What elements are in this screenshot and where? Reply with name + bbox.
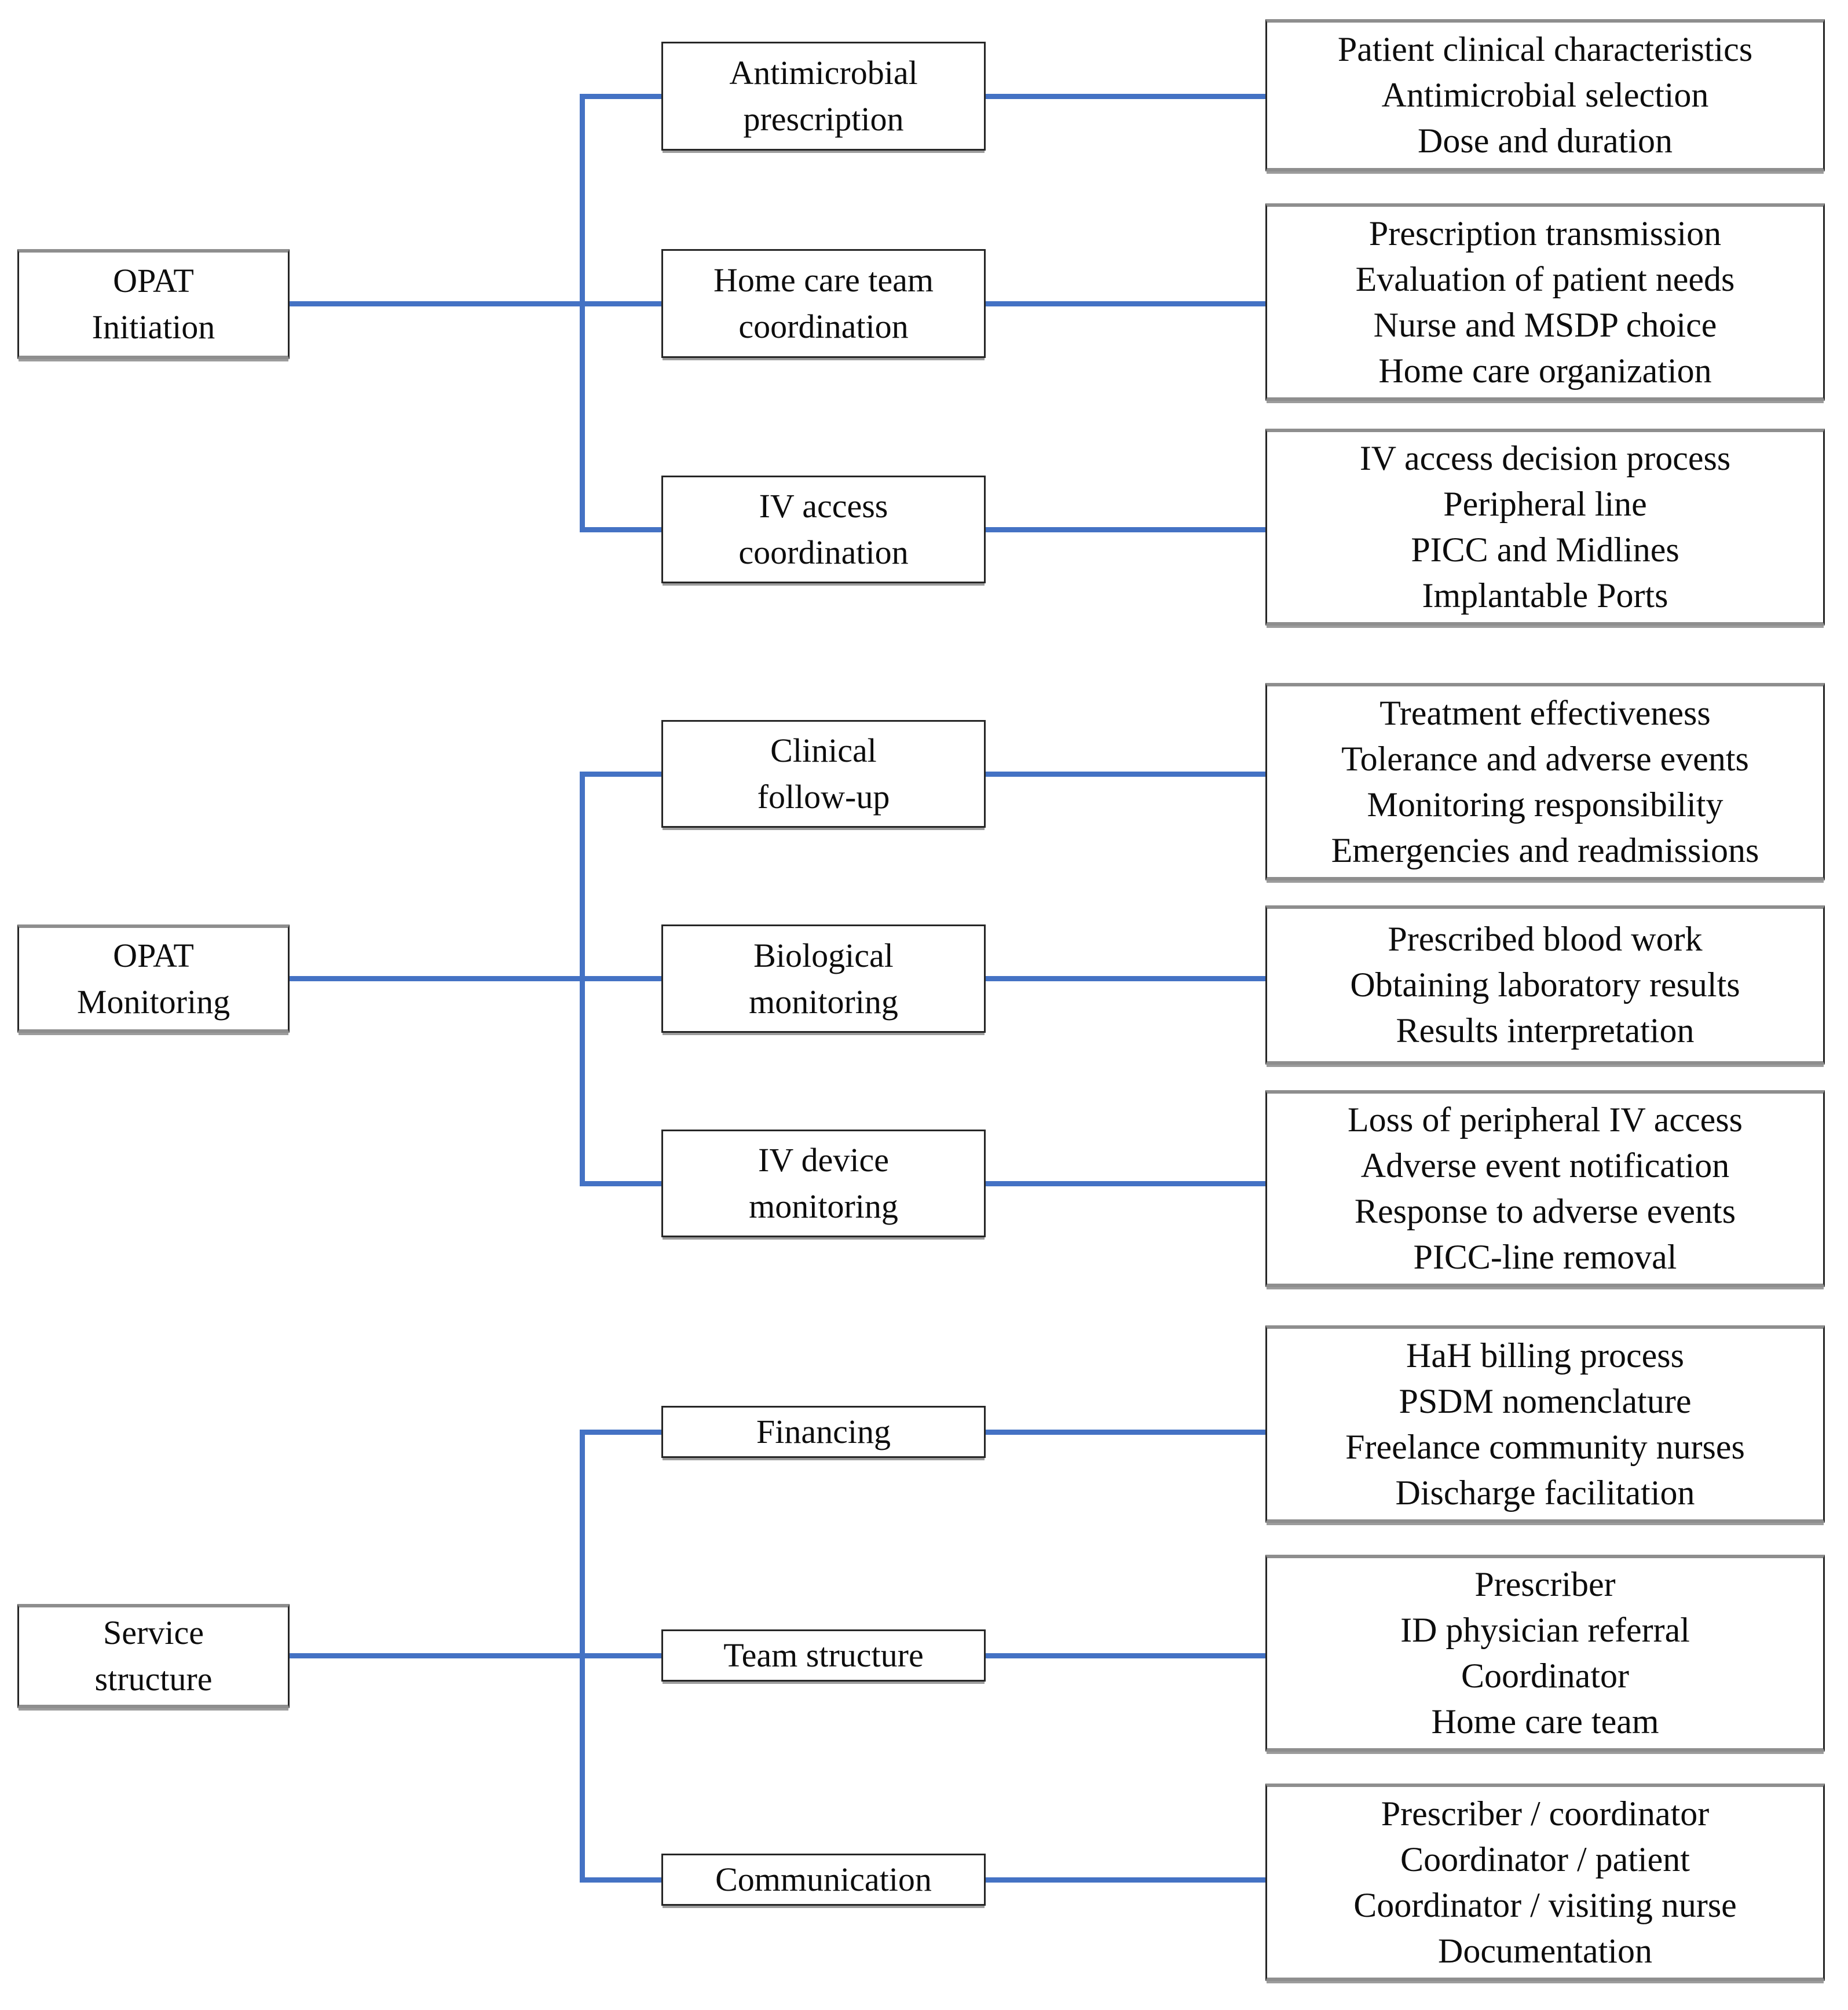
box-text-line: Monitoring responsibility — [1367, 785, 1723, 824]
box-text-line: Discharge facilitation — [1395, 1473, 1695, 1512]
box-text-line: Prescription transmission — [1368, 214, 1722, 253]
box-text-line: Prescriber / coordinator — [1381, 1794, 1710, 1833]
box-text-line: OPAT — [113, 262, 194, 299]
branch-box-clinical-follow-up: Clinical follow-up — [661, 720, 986, 828]
connector-vertical — [580, 94, 585, 532]
box-text-line: Communication — [715, 1861, 932, 1898]
connector-horizontal — [986, 301, 1265, 306]
box-text-line: OPAT — [113, 936, 194, 974]
box-text-line: Loss of peripheral IV access — [1348, 1101, 1743, 1139]
branch-box-team-structure: Team structure — [661, 1629, 986, 1682]
box-text-line: PSDM nomenclature — [1399, 1382, 1692, 1420]
connector-horizontal — [290, 976, 661, 981]
box-text-line: structure — [94, 1660, 213, 1698]
box-text-line: ID physician referral — [1400, 1611, 1690, 1649]
box-text-line: Home care organization — [1378, 351, 1712, 390]
connector-horizontal — [580, 1430, 661, 1435]
box-text-line: Results interpretation — [1396, 1011, 1695, 1050]
connector-horizontal — [580, 1181, 661, 1186]
box-text-line: Service — [103, 1614, 204, 1651]
box-text-line: monitoring — [749, 982, 898, 1021]
detail-box-communication: Prescriber / coordinator Coordinator / p… — [1265, 1784, 1825, 1981]
box-text-line: Biological — [753, 936, 894, 974]
box-text-line: Adverse event notification — [1360, 1146, 1730, 1185]
connector-horizontal — [580, 1877, 661, 1883]
connector-horizontal — [290, 301, 661, 306]
box-text-line: Response to adverse events — [1354, 1192, 1736, 1230]
box-text-line: IV access — [759, 487, 888, 525]
box-text-line: Emergencies and readmissions — [1331, 831, 1759, 869]
branch-box-iv-device-monitoring: IV device monitoring — [661, 1130, 986, 1237]
branch-box-iv-access-coordination: IV access coordination — [661, 476, 986, 583]
box-text-line: Coordinator / visiting nurse — [1353, 1885, 1737, 1924]
box-text-line: Implantable Ports — [1422, 576, 1668, 615]
root-box-opat-monitoring: OPAT Monitoring — [17, 924, 290, 1033]
detail-box-biological-monitoring: Prescribed blood work Obtaining laborato… — [1265, 905, 1825, 1065]
box-text-line: Freelance community nurses — [1345, 1427, 1745, 1466]
box-text-line: Obtaining laboratory results — [1350, 966, 1740, 1004]
connector-horizontal — [986, 1653, 1265, 1658]
connector-horizontal — [580, 94, 661, 99]
box-text-line: Home care team — [1431, 1702, 1659, 1741]
box-text-line: Team structure — [723, 1636, 924, 1674]
box-text-line: IV device — [758, 1141, 889, 1179]
box-text-line: PICC and Midlines — [1411, 531, 1679, 569]
box-text-line: prescription — [743, 100, 904, 138]
box-text-line: Financing — [756, 1413, 891, 1450]
box-text-line: Antimicrobial — [729, 54, 918, 92]
connector-horizontal — [580, 527, 661, 532]
detail-box-home-care-team-coordination: Prescription transmission Evaluation of … — [1265, 203, 1825, 401]
box-text-line: Evaluation of patient needs — [1355, 260, 1735, 298]
box-text-line: Clinical — [770, 732, 877, 769]
branch-box-communication: Communication — [661, 1854, 986, 1906]
detail-box-antimicrobial-prescription: Patient clinical characteristics Antimic… — [1265, 19, 1825, 171]
box-text-line: IV access decision process — [1359, 439, 1731, 477]
box-text-line: coordination — [738, 308, 909, 345]
box-text-line: Nurse and MSDP choice — [1373, 305, 1717, 344]
detail-box-clinical-follow-up: Treatment effectiveness Tolerance and ad… — [1265, 683, 1825, 880]
box-text-line: Coordinator — [1461, 1657, 1629, 1695]
box-text-line: PICC-line removal — [1413, 1238, 1677, 1276]
connector-horizontal — [290, 1653, 661, 1658]
box-text-line: Peripheral line — [1443, 485, 1647, 523]
detail-box-iv-device-monitoring: Loss of peripheral IV access Adverse eve… — [1265, 1090, 1825, 1287]
box-text-line: Patient clinical characteristics — [1337, 30, 1753, 68]
box-text-line: coordination — [738, 533, 909, 571]
detail-box-team-structure: Prescriber ID physician referral Coordin… — [1265, 1555, 1825, 1752]
box-text-line: Monitoring — [76, 982, 230, 1021]
connector-horizontal — [580, 772, 661, 777]
detail-box-iv-access-coordination: IV access decision process Peripheral li… — [1265, 429, 1825, 626]
box-text-line: Prescribed blood work — [1388, 920, 1703, 958]
box-text-line: Treatment effectiveness — [1379, 693, 1711, 732]
connector-horizontal — [986, 527, 1265, 532]
branch-box-antimicrobial-prescription: Antimicrobial prescription — [661, 42, 986, 151]
branch-box-biological-monitoring: Biological monitoring — [661, 924, 986, 1033]
branch-box-financing: Financing — [661, 1406, 986, 1458]
root-box-opat-initiation: OPAT Initiation — [17, 249, 290, 359]
box-text-line: Home care team — [713, 261, 934, 299]
root-box-service-structure: Service structure — [17, 1604, 290, 1708]
box-text-line: Coordinator / patient — [1400, 1840, 1690, 1879]
connector-horizontal — [986, 1877, 1265, 1883]
connector-horizontal — [986, 94, 1265, 99]
connector-horizontal — [986, 772, 1265, 777]
box-text-line: Antimicrobial selection — [1381, 76, 1709, 114]
box-text-line: monitoring — [749, 1187, 898, 1225]
box-text-line: Dose and duration — [1418, 122, 1673, 160]
box-text-line: Documentation — [1438, 1931, 1652, 1970]
connector-horizontal — [986, 976, 1265, 981]
box-text-line: Tolerance and adverse events — [1341, 739, 1749, 778]
branch-box-home-care-team-coordination: Home care team coordination — [661, 249, 986, 358]
connector-horizontal — [986, 1430, 1265, 1435]
box-text-line: HaH billing process — [1406, 1336, 1684, 1375]
box-text-line: follow-up — [757, 778, 890, 816]
connector-horizontal — [986, 1181, 1265, 1186]
detail-box-financing: HaH billing process PSDM nomenclature Fr… — [1265, 1325, 1825, 1523]
box-text-line: Initiation — [92, 308, 215, 346]
box-text-line: Prescriber — [1474, 1565, 1616, 1603]
